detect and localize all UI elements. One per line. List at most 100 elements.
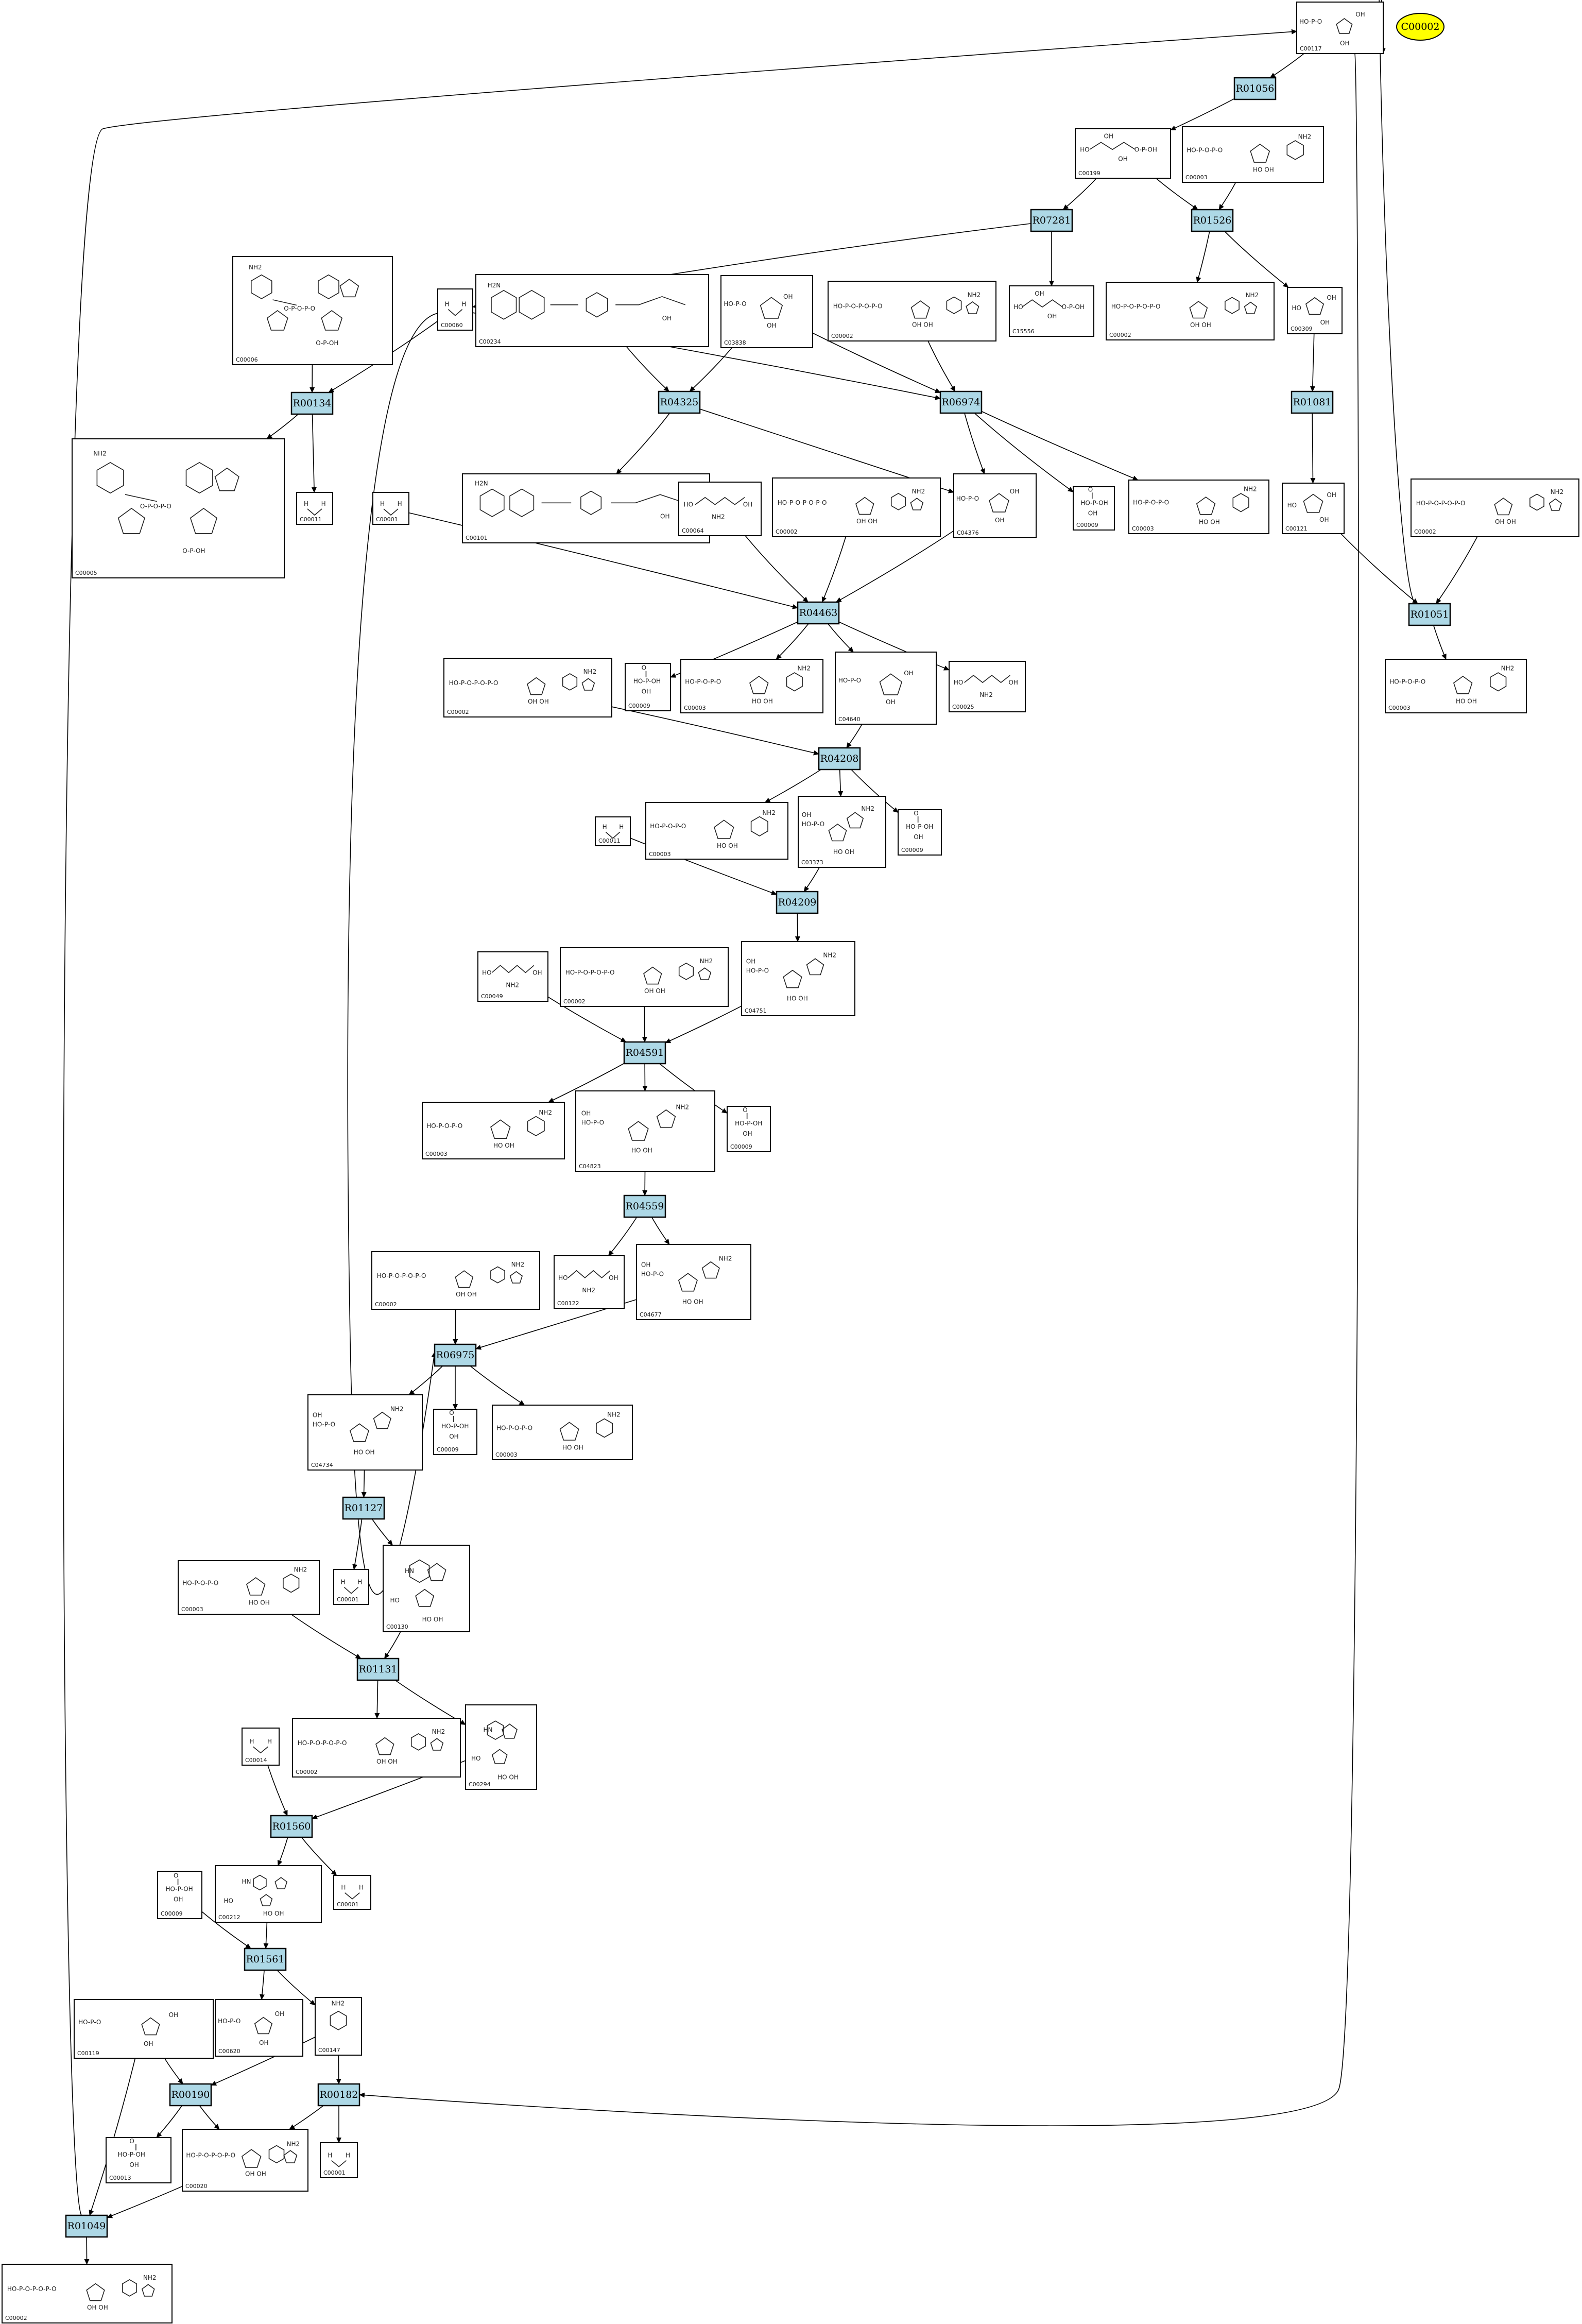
svg-text:OH: OH <box>1340 40 1349 47</box>
reaction-node-r04325[interactable]: R04325 <box>658 390 701 414</box>
reaction-node-r06974[interactable]: R06974 <box>939 390 983 414</box>
edge-c1-to-r20 <box>359 53 1360 2126</box>
reaction-node-r06975[interactable]: R06975 <box>434 1343 477 1367</box>
reaction-node-r04591[interactable]: R04591 <box>623 1041 666 1065</box>
reaction-node-r04209[interactable]: R04209 <box>776 891 819 914</box>
reaction-node-r01049[interactable]: R01049 <box>65 2214 108 2238</box>
reaction-node-r01051[interactable]: R01051 <box>1408 603 1451 626</box>
reaction-node-r01560[interactable]: R01560 <box>270 1815 313 1838</box>
svg-text:O-P-OH: O-P-OH <box>1134 146 1157 153</box>
reaction-node-r01526[interactable]: R01526 <box>1191 209 1234 232</box>
svg-text:HO-P-O-P-O: HO-P-O-P-O <box>1133 499 1169 506</box>
reaction-node-r07281[interactable]: R07281 <box>1030 209 1073 232</box>
svg-text:HO-P-O: HO-P-O <box>581 1119 604 1126</box>
reaction-node-r01127[interactable]: R01127 <box>342 1496 385 1520</box>
reaction-node-r01056[interactable]: R01056 <box>1233 77 1277 100</box>
svg-text:HO OH: HO OH <box>249 1599 270 1607</box>
edge-r6-to-c19 <box>974 413 1074 492</box>
reaction-node-r01081[interactable]: R01081 <box>1291 390 1334 414</box>
svg-text:H: H <box>341 1579 346 1586</box>
reaction-id-label: R06974 <box>942 397 981 408</box>
reaction-node-r00134[interactable]: R00134 <box>290 391 334 415</box>
compound-id-label: C00294 <box>469 1781 491 1788</box>
svg-text:OH: OH <box>275 2010 284 2018</box>
reaction-node-r01561[interactable]: R01561 <box>244 1947 287 1971</box>
reaction-node-r01131[interactable]: R01131 <box>356 1657 400 1681</box>
edge-c16-to-r8 <box>745 535 809 603</box>
reaction-node-r04463[interactable]: R04463 <box>797 601 840 625</box>
edge-r3-to-c10 <box>1196 231 1210 283</box>
highlight-compound-node[interactable]: C00002 <box>1396 13 1445 41</box>
svg-text:HO-P-OH: HO-P-OH <box>906 823 933 830</box>
reaction-node-r04208[interactable]: R04208 <box>818 747 861 771</box>
reaction-node-r00182[interactable]: R00182 <box>317 2083 360 2107</box>
highlight-compound-label: C00002 <box>1401 21 1440 32</box>
reaction-node-r00190[interactable]: R00190 <box>169 2083 212 2107</box>
reaction-node-r04559[interactable]: R04559 <box>623 1194 666 1218</box>
